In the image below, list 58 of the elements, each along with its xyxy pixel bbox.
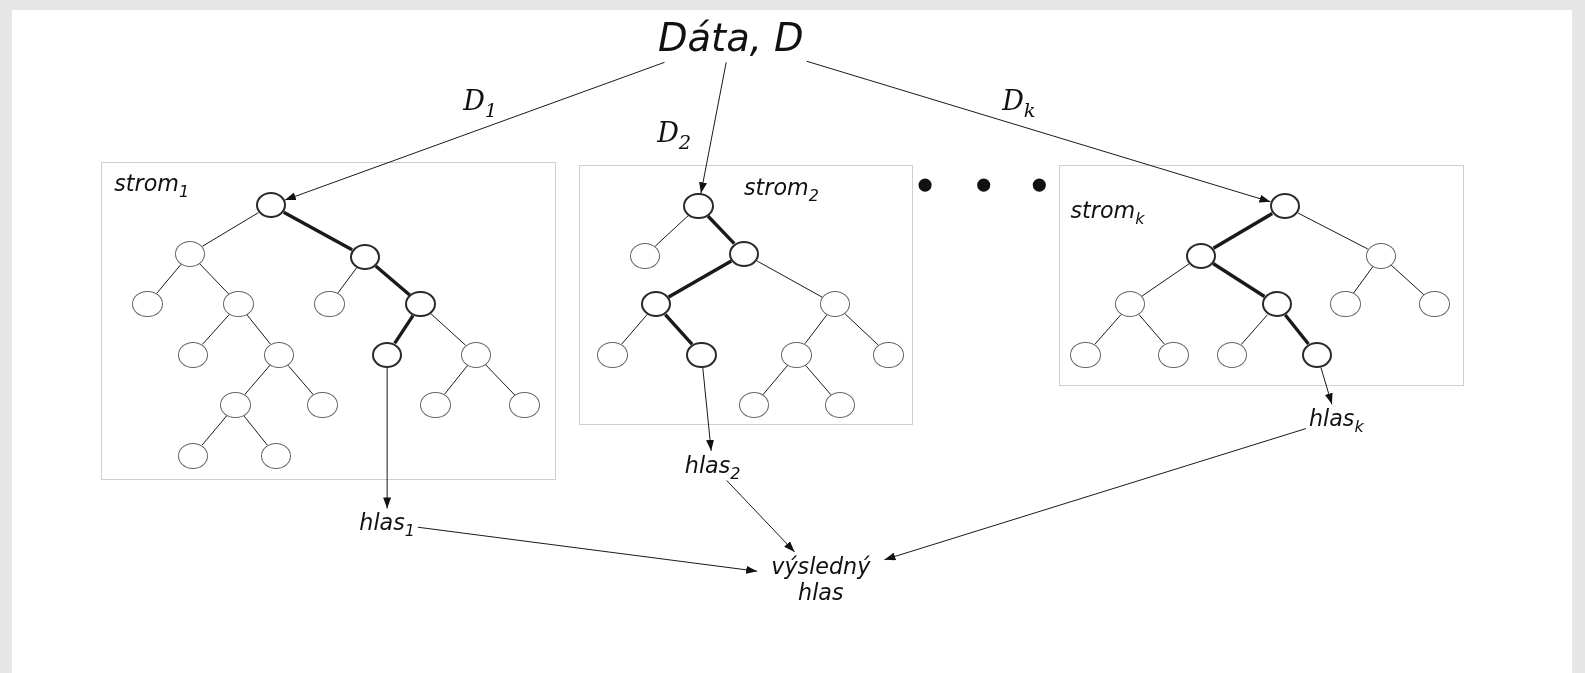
tree-label: strom$_{k}$ (1070, 198, 1145, 224)
vote-label: hlas$_{2}$ (684, 452, 741, 479)
tree-branch-line (443, 365, 468, 396)
tree-branch-line (282, 210, 353, 252)
vote-label: hlas$_{1}$ (359, 510, 415, 537)
tree-branch-line (246, 314, 271, 345)
tree-branch-line (1284, 314, 1310, 346)
tree-panel (101, 161, 556, 481)
tree-panel (1059, 164, 1464, 387)
arrow (699, 61, 727, 194)
tree-branch-line (706, 215, 736, 245)
tree-branch-line (804, 314, 828, 345)
vote-label: výsledný hlas (760, 553, 882, 606)
vote-label: hlas$_{k}$ (1308, 406, 1364, 432)
tree-label: strom$_{1}$ (114, 170, 190, 197)
tree-branch-line (1297, 212, 1369, 250)
tree-branch-line (337, 267, 358, 294)
edge-label: D$_{2}$ (657, 118, 692, 149)
tree-branch-line (485, 364, 516, 396)
arrow (417, 526, 758, 574)
tree-branch-line (201, 314, 230, 345)
edge-label: D$_{k}$ (1002, 86, 1036, 116)
tree-branch-line (201, 212, 259, 247)
data-title: Dáta, D (658, 16, 804, 61)
tree-branch-line (844, 313, 879, 346)
tree-branch-line (1353, 266, 1374, 294)
arrow (383, 367, 392, 509)
tree-branch-line (199, 263, 230, 295)
tree-panel (579, 164, 913, 425)
arrow (806, 60, 1271, 203)
tree-branch-line (374, 264, 411, 297)
tree-branch-line (1240, 314, 1268, 345)
tree-branch-line (1138, 314, 1165, 345)
tree-label: strom$_{2}$ (743, 174, 819, 201)
tree-branch-line (1094, 314, 1122, 345)
tree-branch-line (243, 415, 268, 446)
arrow (726, 479, 796, 553)
arrow (702, 367, 715, 452)
tree-branch-line (1141, 263, 1190, 297)
arrow (1320, 367, 1333, 405)
tree-branch-line (244, 364, 271, 396)
arrow (284, 61, 665, 201)
tree-branch-line (1390, 264, 1425, 296)
tree-branch-line (756, 260, 823, 298)
tree-branch-line (667, 259, 733, 299)
tree-branch-line (201, 415, 228, 446)
tree-branch-line (287, 364, 314, 396)
tree-branch-line (155, 263, 182, 295)
tree-branch-line (1212, 212, 1274, 250)
tree-branch-line (621, 314, 648, 345)
tree-branch-line (1212, 262, 1266, 298)
arrow (883, 428, 1307, 561)
tree-branch-line (654, 215, 689, 247)
tree-branch-line (393, 314, 415, 345)
tree-branch-line (664, 313, 694, 346)
tree-branch-line (762, 364, 789, 396)
tree-branch-line (805, 364, 832, 396)
tree-branch-line (430, 313, 467, 346)
